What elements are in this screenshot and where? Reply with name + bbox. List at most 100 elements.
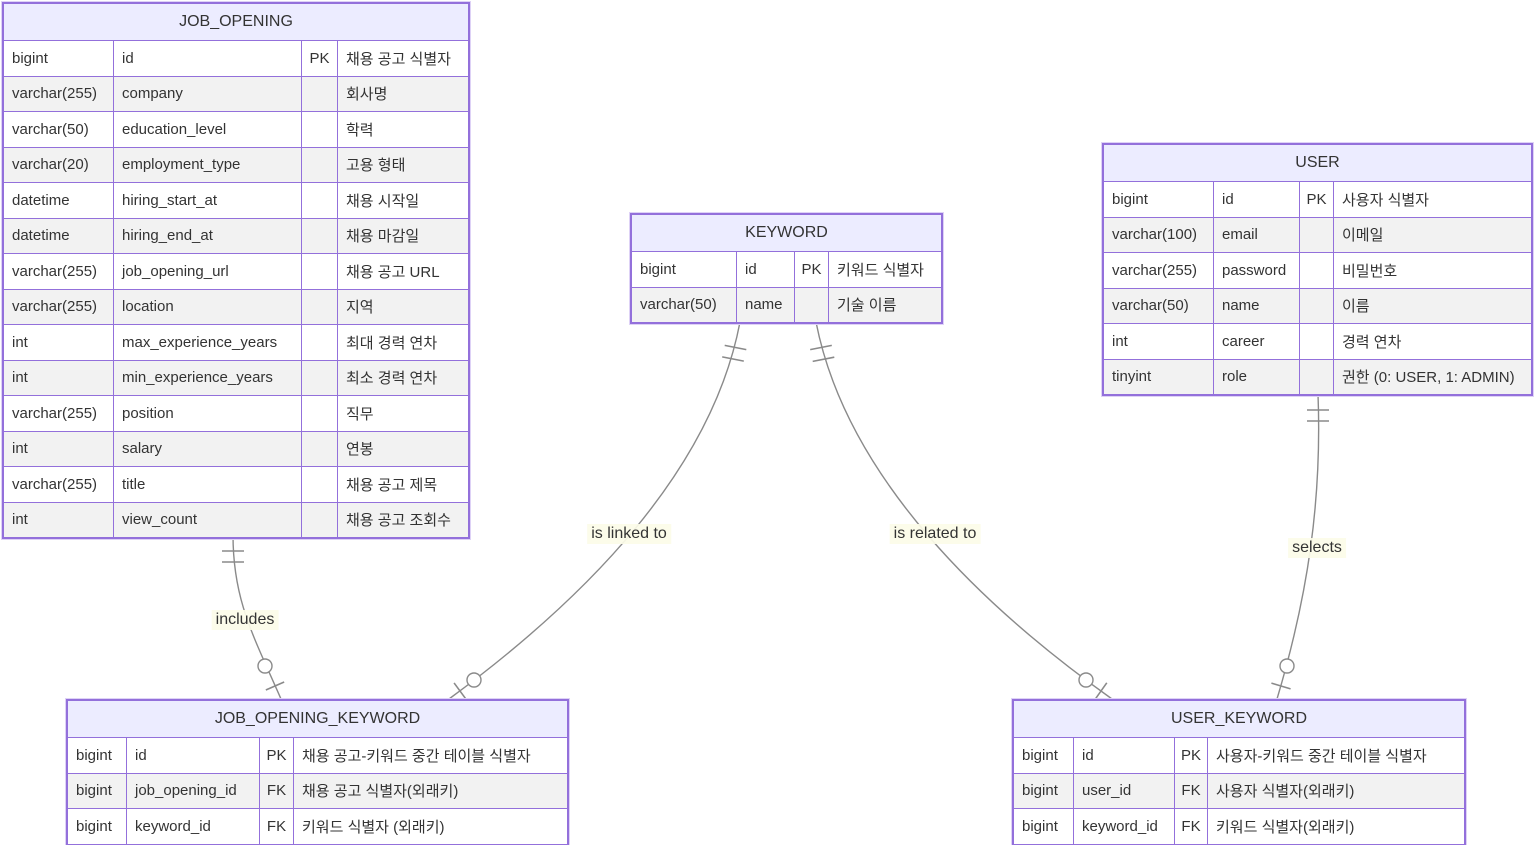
attribute-type: bigint (1103, 181, 1214, 218)
attribute-key (301, 217, 338, 254)
attribute-key (301, 359, 338, 396)
attribute-comment: 사용자-키워드 중간 테이블 식별자 (1207, 737, 1465, 774)
attribute-key (1299, 323, 1334, 360)
attribute-key (301, 395, 338, 432)
attribute-key (301, 146, 338, 183)
attribute-type: datetime (3, 182, 114, 219)
attribute-type: varchar(255) (3, 395, 114, 432)
attribute-key: FK (1174, 772, 1208, 809)
attribute-name: name (736, 286, 795, 323)
attribute-comment: 채용 시작일 (337, 182, 469, 219)
exactly-one-marker (812, 356, 835, 363)
attribute-type: tinyint (1103, 358, 1214, 395)
attribute-type: int (3, 430, 114, 467)
attribute-key: FK (259, 808, 294, 845)
attribute-key (1299, 358, 1334, 395)
entity-title: USER (1103, 144, 1532, 182)
attribute-key (1299, 252, 1334, 289)
attribute-comment: 학력 (337, 111, 469, 148)
attribute-row: varchar(255)company 회사명 (3, 75, 469, 112)
attribute-type: bigint (67, 772, 127, 809)
zero-or-one-tick-marker (1271, 682, 1291, 690)
entity-title: JOB_OPENING_KEYWORD (67, 700, 568, 738)
attribute-name: password (1213, 252, 1300, 289)
attribute-type: varchar(255) (3, 288, 114, 325)
attribute-name: salary (113, 430, 302, 467)
attribute-name: min_experience_years (113, 359, 302, 396)
attribute-name: id (1073, 737, 1175, 774)
attribute-name: keyword_id (1073, 808, 1175, 845)
attribute-name: employment_type (113, 146, 302, 183)
attribute-name: education_level (113, 111, 302, 148)
attribute-key (301, 182, 338, 219)
attribute-comment: 키워드 식별자 (828, 251, 942, 288)
attribute-name: max_experience_years (113, 324, 302, 361)
attribute-comment: 채용 공고-키워드 중간 테이블 식별자 (293, 737, 568, 774)
attribute-comment: 채용 공고 URL (337, 253, 469, 290)
exactly-one-marker (722, 356, 744, 362)
attribute-type: bigint (3, 40, 114, 77)
attribute-type: bigint (67, 737, 127, 774)
attribute-type: varchar(50) (1103, 287, 1214, 324)
zero-or-one-tick-marker (1094, 682, 1108, 700)
attribute-type: bigint (67, 808, 127, 845)
attribute-key (1299, 287, 1334, 324)
attribute-comment: 경력 연차 (1333, 323, 1532, 360)
attribute-comment: 채용 공고 식별자(외래키) (293, 772, 568, 809)
attribute-row: varchar(50)name 이름 (1103, 287, 1532, 324)
attribute-comment: 권한 (0: USER, 1: ADMIN) (1333, 358, 1532, 395)
zero-or-one-tick-marker (265, 681, 285, 691)
attribute-comment: 회사명 (337, 75, 469, 112)
zero-or-one-circle-marker (257, 658, 273, 674)
attribute-comment: 이름 (1333, 287, 1532, 324)
attribute-comment: 직무 (337, 395, 469, 432)
attribute-type: varchar(50) (631, 286, 737, 323)
attribute-comment: 채용 공고 조회수 (337, 501, 469, 538)
relationship-label-is-linked-to: is linked to (587, 524, 671, 544)
attribute-name: company (113, 75, 302, 112)
attribute-type: varchar(255) (3, 75, 114, 112)
attribute-type: int (3, 324, 114, 361)
attribute-key (301, 253, 338, 290)
attribute-name: job_opening_url (113, 253, 302, 290)
exactly-one-marker (724, 344, 747, 351)
attribute-key: PK (301, 40, 338, 77)
attribute-comment: 최대 경력 연차 (337, 324, 469, 361)
attribute-comment: 고용 형태 (337, 146, 469, 183)
attribute-type: datetime (3, 217, 114, 254)
attribute-name: name (1213, 287, 1300, 324)
zero-or-one-circle-marker (1078, 672, 1094, 688)
relationship-label-is-related-to: is related to (889, 524, 981, 544)
attribute-type: varchar(255) (3, 466, 114, 503)
attribute-key (301, 501, 338, 538)
attribute-comment: 지역 (337, 288, 469, 325)
attribute-name: id (1213, 181, 1300, 218)
attribute-name: keyword_id (126, 808, 260, 845)
entity-title: JOB_OPENING (3, 3, 469, 41)
attribute-type: bigint (1013, 808, 1074, 845)
attribute-type: varchar(255) (3, 253, 114, 290)
attribute-row: varchar(255)job_opening_url 채용 공고 URL (3, 253, 469, 290)
attribute-key: PK (1174, 737, 1208, 774)
attribute-comment: 사용자 식별자(외래키) (1207, 772, 1465, 809)
